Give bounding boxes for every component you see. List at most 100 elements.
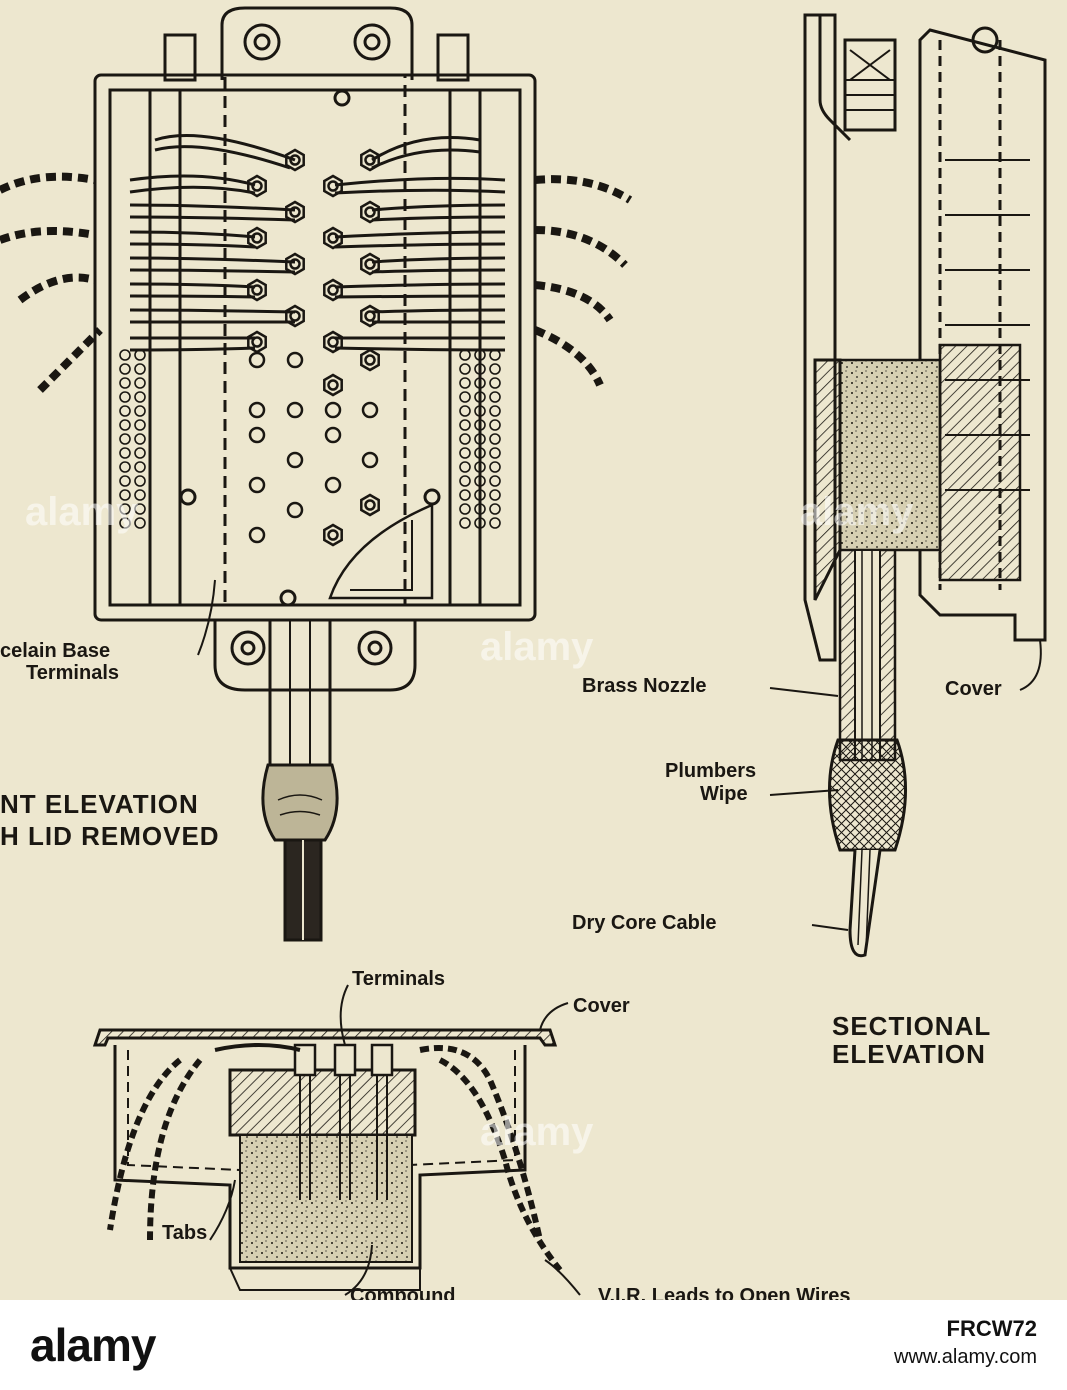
terminal-nut: [247, 278, 267, 302]
dry-core-cable-label: Dry Core Cable: [572, 912, 717, 934]
cable-box-drawing: [0, 6, 1047, 1296]
terminal-hole: [134, 419, 146, 431]
terminal-hole: [119, 503, 131, 515]
terminal-hole: [474, 419, 486, 431]
terminal-hole: [489, 433, 501, 445]
terminal-hole: [459, 349, 471, 361]
terminal-hole: [474, 489, 486, 501]
terminal-hole: [489, 475, 501, 487]
terminal-hole: [459, 489, 471, 501]
terminal-hole: [459, 405, 471, 417]
terminal-hole: [489, 377, 501, 389]
brass-nozzle-label: Brass Nozzle: [582, 675, 707, 697]
wipe-label: Wipe: [700, 783, 748, 805]
plumbers-label: Plumbers: [665, 760, 757, 782]
terminal-hole: [489, 391, 501, 403]
leader-lines: [197, 579, 1042, 1296]
terminals-bottom-label: Terminals: [352, 968, 445, 990]
terminal-hole: [489, 517, 501, 529]
terminal-hole: [459, 517, 471, 529]
terminal-hole: [474, 405, 486, 417]
terminal-hole: [119, 517, 131, 529]
terminal-hole: [474, 363, 486, 375]
alamy-logo: alamy: [30, 1319, 156, 1371]
terminal-hole: [286, 501, 304, 519]
sectional-caption-1: SECTIONAL: [832, 1011, 992, 1041]
terminal-hole: [119, 489, 131, 501]
terminal-hole: [459, 503, 471, 515]
porcelain-base-label: celain Base: [0, 640, 111, 662]
terminal-nut: [323, 373, 343, 397]
terminal-hole: [459, 363, 471, 375]
terminal-hole: [119, 447, 131, 459]
terminal-hole: [474, 377, 486, 389]
terminal-hole: [134, 489, 146, 501]
terminal-nut: [360, 493, 380, 517]
terminal-hole: [119, 461, 131, 473]
terminal-hole: [134, 461, 146, 473]
terminal-hole: [474, 433, 486, 445]
terminal-hole: [119, 349, 131, 361]
terminal-nut: [360, 200, 380, 224]
terminal-hole: [119, 405, 131, 417]
terminal-hole: [119, 377, 131, 389]
terminals-left-label: Terminals: [26, 662, 119, 684]
terminal-hole: [361, 451, 379, 469]
terminal-hole: [286, 451, 304, 469]
terminal-hole: [324, 426, 342, 444]
terminal-hole: [489, 461, 501, 473]
terminal-hole: [134, 447, 146, 459]
terminal-hole: [459, 461, 471, 473]
terminal-hole: [474, 517, 486, 529]
terminal-hole: [119, 475, 131, 487]
terminal-hole: [119, 433, 131, 445]
terminal-hole: [134, 503, 146, 515]
terminal-hole: [474, 447, 486, 459]
terminal-hole: [459, 433, 471, 445]
terminal-hole: [489, 349, 501, 361]
terminal-hole: [119, 391, 131, 403]
front-terminals: [247, 148, 380, 547]
sectional-caption-2: ELEVATION: [832, 1039, 986, 1069]
site-url[interactable]: www.alamy.com: [894, 1345, 1037, 1368]
terminal-nut: [323, 523, 343, 547]
terminal-hole: [459, 447, 471, 459]
terminal-hole: [459, 419, 471, 431]
terminal-hole: [134, 377, 146, 389]
tabs-label: Tabs: [162, 1222, 208, 1244]
terminal-hole: [134, 405, 146, 417]
bottom-view: [92, 1028, 563, 1291]
terminal-hole: [286, 351, 304, 369]
image-id: FRCW72: [946, 1316, 1037, 1341]
terminal-hole: [459, 377, 471, 389]
footer-bar: alamy FRCW72 www.alamy.com: [0, 1300, 1067, 1390]
terminal-nut: [360, 348, 380, 372]
terminal-nut: [323, 278, 343, 302]
terminal-hole: [459, 475, 471, 487]
terminal-hole: [286, 401, 304, 419]
terminal-hole: [489, 489, 501, 501]
terminal-hole: [474, 391, 486, 403]
terminal-hole: [459, 391, 471, 403]
terminal-hole: [489, 419, 501, 431]
terminal-hole: [489, 447, 501, 459]
terminal-hole: [489, 363, 501, 375]
sectional-elevation: [803, 13, 1047, 958]
terminal-hole: [248, 426, 266, 444]
footer-meta: FRCW72 www.alamy.com: [894, 1314, 1037, 1371]
terminal-hole: [134, 363, 146, 375]
terminal-nut: [360, 148, 380, 172]
cover-bottom-label: Cover: [573, 995, 630, 1017]
terminal-hole: [474, 503, 486, 515]
terminal-hole: [248, 526, 266, 544]
terminal-nut: [323, 174, 343, 198]
terminal-hole: [248, 351, 266, 369]
terminal-hole: [474, 349, 486, 361]
terminal-hole: [134, 391, 146, 403]
terminal-hole: [248, 401, 266, 419]
front-elevation: [93, 6, 537, 942]
terminal-hole: [324, 476, 342, 494]
terminal-nut: [285, 200, 305, 224]
terminal-hole: [474, 475, 486, 487]
terminal-nut: [360, 252, 380, 276]
